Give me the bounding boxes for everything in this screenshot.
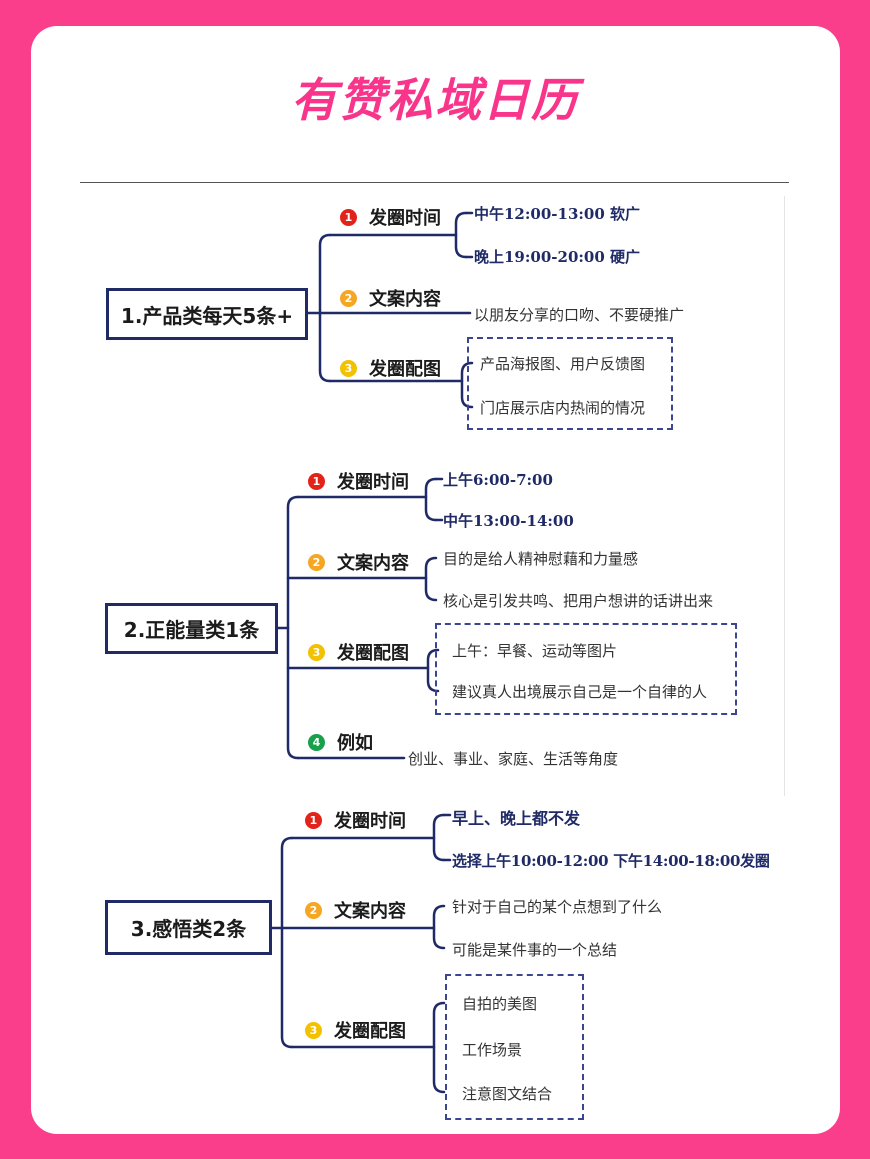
- leaf-item: 以朋友分享的口吻、不要硬推广: [474, 306, 685, 324]
- root-node-2: 2.正能量类1条: [105, 603, 278, 654]
- page-title: 有赞私域日历: [291, 73, 579, 127]
- s3-c2-brace: [432, 904, 446, 950]
- category-label: 发圈配图: [337, 643, 409, 664]
- leaf-item: 中午13:00-14:00: [443, 512, 574, 530]
- category-images: 3 发圈配图: [305, 1017, 406, 1043]
- category-label: 发圈配图: [369, 359, 441, 380]
- number-2-icon: 2: [340, 289, 357, 307]
- category-copy-content: 2 文案内容: [305, 897, 406, 923]
- leaf-item: 选择上午10:00-12:00 下午14:00-18:00发圈: [452, 852, 770, 870]
- leaf-item: 上午：早餐、运动等图片: [452, 642, 618, 660]
- leaf-item: 针对于自己的某个点想到了什么: [452, 898, 663, 916]
- category-label: 文案内容: [337, 553, 409, 574]
- number-1-icon: 1: [305, 811, 322, 829]
- leaf-item: 创业、事业、家庭、生活等角度: [408, 750, 619, 768]
- category-label: 发圈配图: [334, 1021, 406, 1042]
- leaf-item: 晚上19:00-20:00 硬广: [474, 248, 641, 266]
- image-edge: [784, 196, 785, 796]
- number-1-icon: 1: [340, 208, 357, 226]
- s3-spine: [280, 836, 294, 1049]
- leaf-item: 可能是某件事的一个总结: [452, 941, 618, 959]
- leaf-item: 核心是引发共鸣、把用户想讲的话讲出来: [443, 592, 714, 610]
- leaf-item: 建议真人出境展示自己是一个自律的人: [452, 683, 708, 701]
- dashed-group: [435, 623, 737, 715]
- leaf-item: 产品海报图、用户反馈图: [480, 355, 646, 373]
- category-label: 文案内容: [334, 901, 406, 922]
- category-copy-content: 2 文案内容: [308, 549, 409, 575]
- number-1-icon: 1: [308, 472, 325, 490]
- s3-c1-brace: [432, 813, 446, 862]
- category-label: 发圈时间: [337, 472, 409, 493]
- category-copy-content: 2 文案内容: [340, 285, 441, 311]
- root-node-3: 3.感悟类2条: [105, 900, 272, 955]
- number-3-icon: 3: [340, 359, 357, 377]
- s2-c1-brace: [424, 477, 438, 522]
- s3-c3-brace: [432, 1001, 446, 1094]
- leaf-item: 工作场景: [462, 1041, 523, 1059]
- s2-spine: [286, 495, 300, 760]
- s1-c3-brace: [460, 361, 474, 409]
- leaf-item: 自拍的美图: [462, 995, 538, 1013]
- number-3-icon: 3: [305, 1021, 322, 1039]
- category-label: 文案内容: [369, 289, 441, 310]
- category-images: 3 发圈配图: [308, 639, 409, 665]
- title-divider: [80, 182, 789, 183]
- dashed-group: [445, 974, 584, 1120]
- category-send-time: 1 发圈时间: [340, 204, 441, 230]
- leaf-item: 目的是给人精神慰藉和力量感: [443, 550, 639, 568]
- category-send-time: 1 发圈时间: [308, 468, 409, 494]
- leaf-item: 早上、晚上都不发: [452, 809, 581, 828]
- leaf-item: 上午6:00-7:00: [443, 471, 553, 489]
- category-images: 3 发圈配图: [340, 355, 441, 381]
- category-send-time: 1 发圈时间: [305, 807, 406, 833]
- category-example: 4 例如: [308, 729, 373, 755]
- leaf-item: 门店展示店内热闹的情况: [480, 399, 646, 417]
- category-label: 发圈时间: [369, 208, 441, 229]
- s2-c3-brace: [426, 648, 440, 693]
- number-2-icon: 2: [305, 901, 322, 919]
- number-2-icon: 2: [308, 553, 325, 571]
- dashed-group: [467, 337, 673, 430]
- category-label: 例如: [337, 733, 373, 754]
- number-4-icon: 4: [308, 733, 325, 751]
- root-node-1: 1.产品类每天5条+: [106, 288, 308, 340]
- number-3-icon: 3: [308, 643, 325, 661]
- category-label: 发圈时间: [334, 811, 406, 832]
- s1-spine: [318, 233, 332, 383]
- leaf-item: 中午12:00-13:00 软广: [474, 205, 641, 223]
- s2-c2-brace: [424, 556, 438, 602]
- leaf-item: 注意图文结合: [462, 1085, 553, 1103]
- s1-c1-brace: [454, 211, 468, 259]
